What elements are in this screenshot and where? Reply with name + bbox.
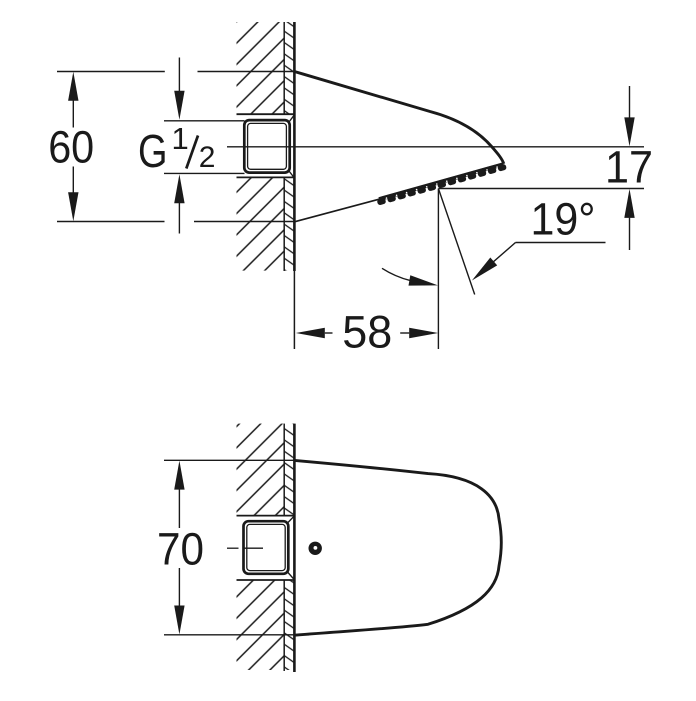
svg-text:19°: 19° [531,194,596,245]
svg-text:58: 58 [342,307,392,358]
svg-text:2: 2 [199,141,216,174]
svg-text:60: 60 [48,122,94,173]
svg-text:G: G [138,125,168,177]
svg-text:70: 70 [157,523,204,574]
svg-text:17: 17 [605,142,653,193]
svg-text:1: 1 [172,121,189,156]
